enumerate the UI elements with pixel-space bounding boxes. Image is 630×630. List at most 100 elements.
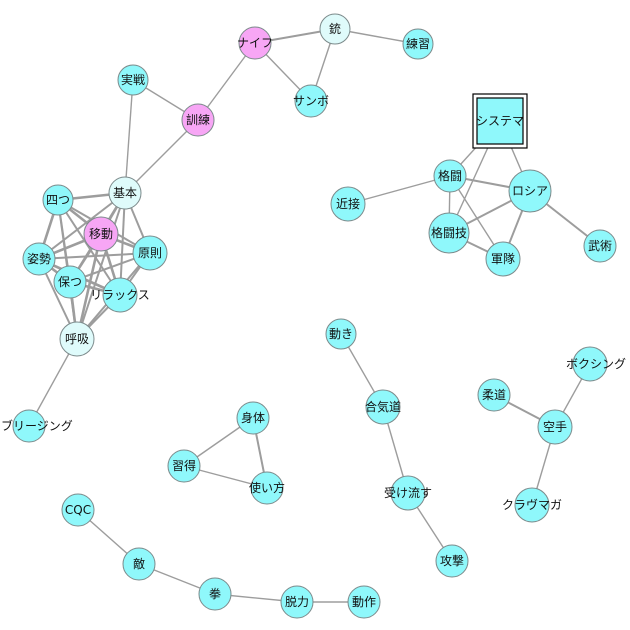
- node-kobushi[interactable]: 拳: [198, 577, 232, 611]
- node-shape: [12, 409, 46, 443]
- node-label: 動作: [352, 595, 376, 609]
- node-naifu[interactable]: ナイフ: [237, 26, 273, 60]
- node-label: 練習: [406, 37, 430, 51]
- node-shape: [330, 186, 366, 222]
- node-label: 動き: [329, 327, 353, 341]
- node-shape: [477, 378, 511, 412]
- node-label: CQC: [65, 503, 91, 517]
- node-shape: [319, 13, 351, 45]
- node-label: 身体: [241, 410, 265, 425]
- edge-jissen-kihon: [124, 79, 134, 194]
- node-label: 格闘技: [431, 225, 467, 240]
- node-label: ナイフ: [237, 36, 273, 50]
- node-label: 受け流す: [384, 486, 432, 500]
- node-datsuryoku[interactable]: 脱力: [280, 585, 314, 619]
- node-gensoku[interactable]: 原則: [132, 235, 168, 271]
- node-label: 敵: [133, 556, 145, 571]
- node-ido[interactable]: 移動: [83, 216, 119, 252]
- node-label: 訓練: [186, 112, 210, 127]
- node-shape: [572, 346, 608, 382]
- node-shape: [238, 26, 272, 60]
- node-label: 移動: [89, 227, 113, 241]
- node-shape: [102, 277, 138, 313]
- node-label: 四つ: [46, 193, 70, 207]
- node-karate[interactable]: 空手: [537, 409, 573, 445]
- node-shape: [53, 265, 87, 299]
- node-jissen[interactable]: 実戦: [117, 64, 149, 96]
- node-shape: [22, 242, 56, 276]
- node-label: 武術: [588, 239, 612, 253]
- node-ju[interactable]: 銃: [319, 13, 351, 45]
- node-shape: [236, 401, 270, 435]
- node-label: 合気道: [365, 399, 401, 414]
- node-shape: [583, 229, 617, 263]
- node-kinsetsu[interactable]: 近接: [330, 186, 366, 222]
- node-label: 実戦: [121, 72, 145, 87]
- node-shape: [117, 64, 149, 96]
- node-bujutsu[interactable]: 武術: [583, 229, 617, 263]
- node-shape: [428, 212, 470, 254]
- node-shape: [485, 241, 521, 277]
- node-label: 使い方: [249, 480, 285, 495]
- node-shisei[interactable]: 姿勢: [22, 242, 56, 276]
- node-label: 近接: [336, 196, 360, 211]
- edge-gensoku-shisei: [38, 252, 151, 260]
- node-label: 保つ: [58, 275, 82, 289]
- node-label: サンボ: [293, 94, 329, 108]
- node-label: 習得: [172, 458, 196, 473]
- node-shape: [42, 184, 74, 216]
- node-shape: [433, 159, 467, 193]
- node-russia[interactable]: ロシア: [508, 169, 552, 213]
- node-kakuto[interactable]: 格闘: [433, 159, 467, 193]
- node-cqc[interactable]: CQC: [61, 493, 95, 527]
- node-shape: [59, 321, 95, 357]
- node-boxing[interactable]: ボクシング: [566, 346, 626, 382]
- node-tamotsu[interactable]: 保つ: [53, 265, 87, 299]
- node-shutoku[interactable]: 習得: [167, 449, 201, 483]
- node-relax[interactable]: リラックス: [90, 277, 150, 313]
- node-shape: [61, 493, 95, 527]
- node-shape: [390, 475, 426, 511]
- node-tsukaikata[interactable]: 使い方: [249, 471, 285, 505]
- node-shape: [325, 318, 357, 350]
- node-sambo[interactable]: サンボ: [293, 84, 329, 118]
- node-teki[interactable]: 敵: [122, 547, 156, 581]
- node-judo[interactable]: 柔道: [477, 378, 511, 412]
- node-aikido[interactable]: 合気道: [365, 389, 401, 425]
- node-guntai[interactable]: 軍隊: [485, 241, 521, 277]
- node-label: 原則: [138, 246, 162, 260]
- node-label: 姿勢: [27, 251, 51, 266]
- node-renshu[interactable]: 練習: [402, 28, 434, 60]
- node-label: 呼吸: [65, 332, 89, 346]
- node-label: ロシア: [512, 184, 548, 198]
- edge-kakuto-kinsetsu: [347, 175, 451, 205]
- node-breathing[interactable]: ブリージング: [1, 409, 73, 443]
- node-shape: [402, 28, 434, 60]
- node-dosa[interactable]: 動作: [347, 585, 381, 619]
- node-shape: [508, 169, 552, 213]
- node-yotsu[interactable]: 四つ: [42, 184, 74, 216]
- node-label: 軍隊: [491, 251, 515, 266]
- node-label: クラヴマガ: [502, 497, 562, 512]
- node-kunren[interactable]: 訓練: [181, 103, 215, 137]
- node-shape: [365, 389, 401, 425]
- node-shape: [250, 471, 284, 505]
- node-kravmaga[interactable]: クラヴマガ: [502, 487, 562, 523]
- node-system[interactable]: システマ: [472, 93, 528, 149]
- node-label: ボクシング: [566, 357, 626, 371]
- node-kakutogi[interactable]: 格闘技: [428, 212, 470, 254]
- node-label: 格闘: [438, 168, 462, 183]
- node-shape: [476, 97, 524, 145]
- edge-kunren-kihon: [124, 119, 199, 194]
- node-label: 脱力: [285, 594, 309, 609]
- node-label: 柔道: [482, 388, 506, 402]
- node-kihon[interactable]: 基本: [108, 176, 142, 210]
- node-shape: [294, 84, 328, 118]
- node-ukenagasu[interactable]: 受け流す: [384, 475, 432, 511]
- node-kokyu[interactable]: 呼吸: [59, 321, 95, 357]
- node-shape: [198, 577, 232, 611]
- node-shintai[interactable]: 身体: [236, 401, 270, 435]
- node-ugoki[interactable]: 動き: [325, 318, 357, 350]
- node-kogeki[interactable]: 攻撃: [435, 544, 469, 578]
